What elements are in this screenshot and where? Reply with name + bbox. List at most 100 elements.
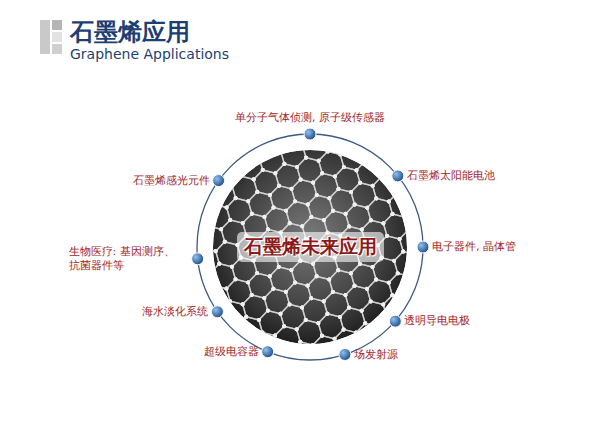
lattice-atom [314, 193, 319, 198]
title: 石墨烯应用 [70, 16, 190, 48]
lattice-atom [370, 265, 375, 270]
lattice-hexagon [343, 284, 374, 312]
lattice-atom [278, 311, 283, 316]
lattice-atom [311, 261, 316, 266]
lattice-hexagon [310, 172, 341, 200]
lattice-atom [395, 271, 400, 276]
lattice-atom [219, 150, 224, 151]
lattice-atom [284, 289, 289, 294]
lattice-atom [213, 168, 218, 173]
lattice-atom [235, 324, 240, 329]
lattice-atom [406, 308, 407, 313]
lattice-atom [255, 189, 260, 194]
lattice-atom [395, 190, 400, 195]
lattice-atom [249, 293, 254, 298]
lattice-atom [213, 168, 218, 173]
lattice-hexagon [251, 168, 282, 196]
lattice-atom [233, 196, 238, 201]
lattice-atom [327, 196, 332, 201]
lattice-atom [260, 168, 265, 173]
lattice-atom [246, 280, 251, 285]
lattice-atom [213, 202, 216, 207]
lattice-atom [406, 227, 407, 232]
lattice-hexagon [240, 150, 271, 159]
lattice-atom [375, 324, 380, 329]
lattice-atom [222, 239, 227, 244]
lattice-atom [368, 299, 373, 304]
lattice-atom [397, 155, 402, 160]
lattice-hexagon [289, 259, 320, 287]
lattice-atom [305, 283, 310, 288]
lattice-hexagon [316, 312, 347, 340]
lattice-hexagon [370, 337, 401, 344]
lattice-atom [343, 211, 348, 216]
lattice-atom [262, 296, 267, 301]
lattice-hexagon [386, 272, 407, 300]
lattice-atom [229, 264, 234, 269]
lattice-atom [219, 308, 224, 313]
lattice-atom [375, 324, 380, 329]
lattice-atom [341, 165, 346, 170]
lattice-atom [305, 283, 310, 288]
lattice-atom [392, 340, 397, 344]
application-label: 石墨烯感光元件 [133, 174, 210, 188]
lattice-atom [260, 330, 265, 335]
lattice-atom [370, 183, 375, 188]
ring [197, 134, 423, 360]
lattice-atom [239, 174, 244, 179]
lattice-atom [219, 308, 224, 313]
lattice-atom [273, 171, 278, 176]
lattice-atom [390, 212, 395, 217]
lattice-atom [397, 318, 402, 323]
lattice-atom [235, 324, 240, 329]
lattice-atom [228, 299, 233, 304]
lattice-atom [325, 311, 330, 316]
lattice-atom [284, 208, 289, 213]
lattice-atom [365, 205, 370, 210]
lattice-atom [336, 268, 341, 273]
lattice-hexagon [353, 322, 384, 344]
lattice-atom [358, 180, 363, 185]
lattice-atom [293, 199, 298, 204]
lattice-atom [278, 311, 283, 316]
lattice-atom [233, 277, 238, 282]
lattice-atom [343, 293, 348, 298]
lattice-atom [240, 302, 245, 307]
lattice-atom [273, 171, 278, 176]
lattice-hexagon [267, 265, 298, 293]
lattice-atom [401, 168, 406, 173]
lattice-hexagon [219, 150, 250, 165]
lattice-atom [230, 183, 235, 188]
lattice-atom [287, 221, 292, 226]
lattice-atom [219, 308, 224, 313]
lattice-atom [249, 293, 254, 298]
lattice-atom [284, 208, 289, 213]
lattice-atom [213, 249, 218, 254]
lattice-atom [395, 271, 400, 276]
lattice-atom [314, 193, 319, 198]
logo-square [52, 32, 62, 42]
lattice-atom [222, 321, 227, 326]
lattice-atom [293, 199, 298, 204]
lattice-atom [289, 268, 294, 273]
lattice-atom [397, 155, 402, 160]
lattice-atom [314, 193, 319, 198]
lattice-atom [249, 211, 254, 216]
lattice-atom [352, 202, 357, 207]
lattice-atom [300, 224, 305, 229]
lattice-atom [260, 168, 265, 173]
lattice-atom [352, 283, 357, 288]
lattice-hexagon [299, 297, 330, 325]
lattice-atom [330, 290, 335, 295]
lattice-atom [379, 174, 384, 179]
lattice-atom [249, 211, 254, 216]
lattice-atom [229, 264, 234, 269]
lattice-atom [386, 199, 391, 204]
lattice-atom [316, 158, 321, 163]
lattice-atom [213, 330, 218, 335]
lattice-atom [347, 224, 352, 229]
lattice-atom [287, 221, 292, 226]
lattice-atom [343, 293, 348, 298]
lattice-atom [349, 190, 354, 195]
lattice-atom [385, 233, 390, 238]
